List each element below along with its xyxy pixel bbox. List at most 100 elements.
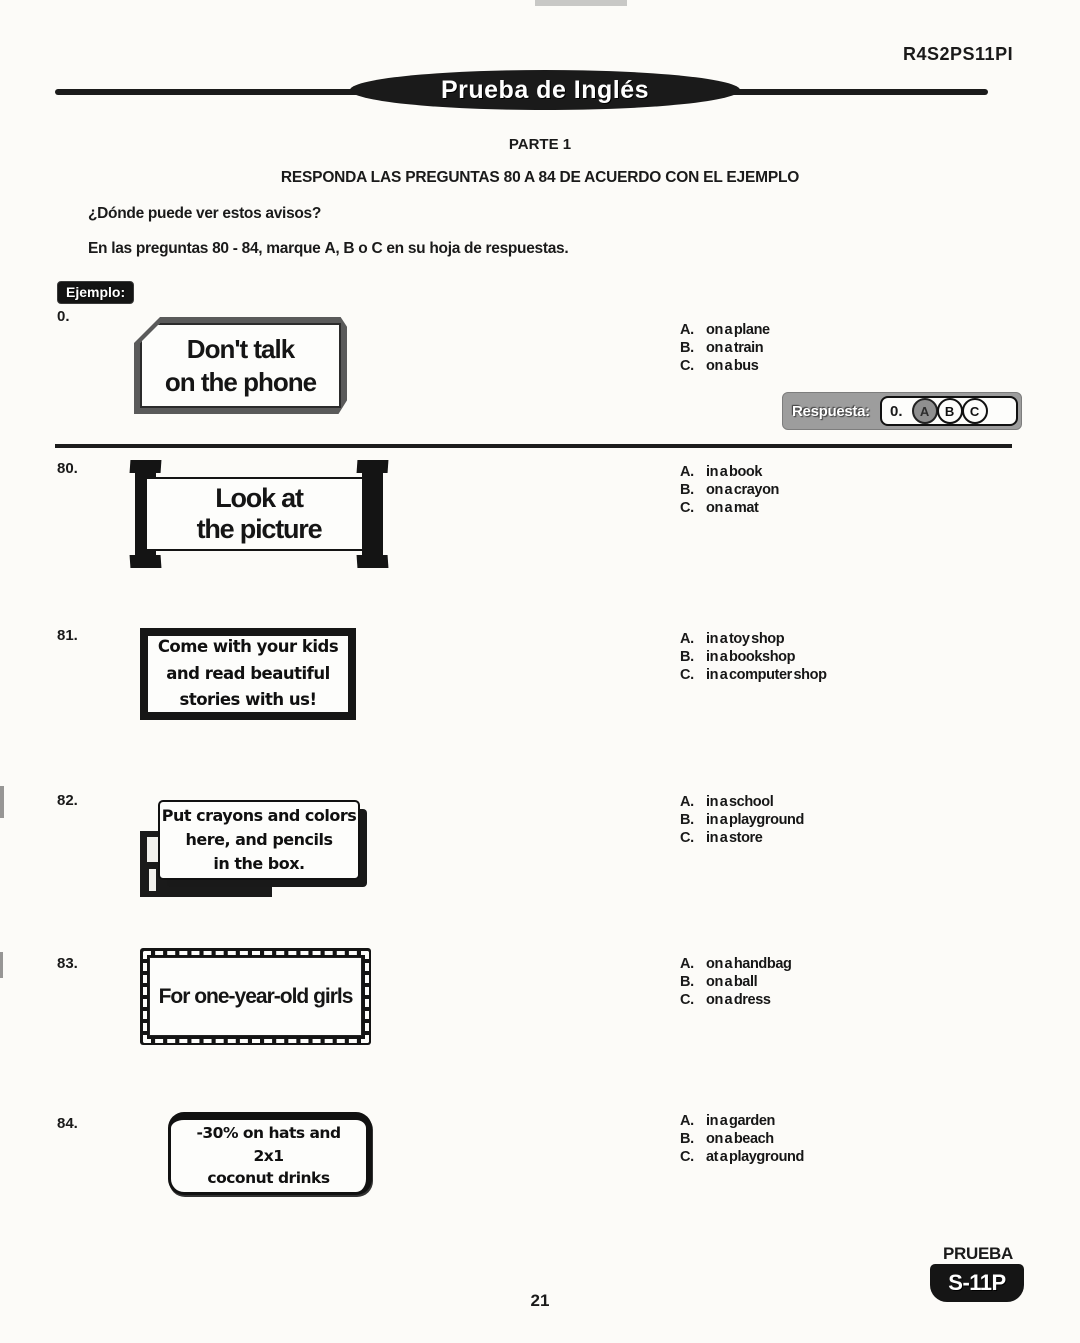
scan-artifact bbox=[535, 0, 627, 6]
part-heading: PARTE 1 bbox=[508, 136, 572, 153]
sign-stand-base bbox=[140, 883, 272, 897]
options-example: A. on a plane B. on a train C. on a bus bbox=[680, 321, 770, 375]
option-text: on a train bbox=[706, 340, 764, 356]
sign-face: Don't talk on the phone bbox=[140, 323, 341, 408]
options-82: A. in a school B. in a playground C. in … bbox=[680, 793, 804, 847]
sign-dont-talk: Don't talk on the phone bbox=[134, 317, 347, 414]
sign-text-line: in the box. bbox=[213, 854, 305, 873]
mark-instruction-part: En las preguntas bbox=[88, 240, 213, 257]
options-83: A. on a handbag B. on a ball C. on a dre… bbox=[680, 955, 792, 1009]
answer-bubble-b: B bbox=[936, 398, 963, 424]
option-a: A. on a handbag bbox=[680, 955, 792, 973]
mark-instruction-range: 80 - 84 bbox=[212, 240, 259, 257]
option-text: on a crayon bbox=[706, 482, 779, 498]
question-number: 82. bbox=[57, 792, 78, 809]
option-c: C. on a mat bbox=[680, 499, 779, 517]
sign-stand-slot bbox=[147, 837, 158, 862]
option-a: A. on a plane bbox=[680, 321, 770, 339]
option-text: in a bookshop bbox=[706, 649, 796, 665]
sign-text-line: Put crayons and colors bbox=[161, 806, 357, 825]
option-c: C. at a playground bbox=[680, 1148, 804, 1166]
option-letter: C. bbox=[680, 667, 694, 683]
question-number: 80. bbox=[57, 460, 78, 477]
option-letter: B. bbox=[680, 482, 694, 498]
option-text: in a computer shop bbox=[706, 667, 827, 683]
sign-face: For one-year-old girls bbox=[149, 957, 362, 1036]
footer-prueba-label: PRUEBA bbox=[943, 1244, 1013, 1263]
option-a: A. in a toy shop bbox=[680, 630, 827, 648]
section-instruction: RESPONDA LAS PREGUNTAS 80 A 84 DE ACUERD… bbox=[280, 169, 800, 186]
example-badge: Ejemplo: bbox=[57, 281, 135, 304]
answer-number: 0. bbox=[890, 402, 903, 420]
option-letter: A. bbox=[680, 1113, 694, 1129]
option-letter: C. bbox=[680, 1149, 694, 1165]
option-letter: A. bbox=[680, 956, 694, 972]
scroll-post-cap bbox=[129, 555, 162, 568]
answer-bubble-a: A bbox=[911, 398, 938, 424]
scroll-post-cap bbox=[129, 460, 162, 473]
option-b: B. in a bookshop bbox=[680, 648, 827, 666]
option-b: B. on a crayon bbox=[680, 481, 779, 499]
option-letter: A. bbox=[680, 322, 694, 338]
mark-instruction-choices: A, B o C bbox=[324, 240, 383, 257]
sign-text-line: stories with us! bbox=[179, 690, 317, 710]
sign-text-line: on the phone bbox=[164, 366, 317, 397]
sign-text-line: the picture bbox=[196, 514, 323, 544]
answer-strip: Respuesta: 0. A B C bbox=[782, 392, 1022, 430]
sign-text-line: here, and pencils bbox=[185, 830, 333, 849]
option-letter: B. bbox=[680, 649, 694, 665]
option-letter: C. bbox=[680, 830, 694, 846]
option-letter: B. bbox=[680, 340, 694, 356]
sign-text-line: For one-year-old girls bbox=[158, 984, 354, 1008]
option-c: C. in a computer shop bbox=[680, 666, 827, 684]
question-prompt: ¿Dónde puede ver estos avisos? bbox=[88, 205, 322, 222]
option-a: A. in a book bbox=[680, 463, 779, 481]
option-text: on a ball bbox=[706, 974, 758, 990]
option-letter: B. bbox=[680, 1131, 694, 1147]
option-c: C. on a bus bbox=[680, 357, 770, 375]
option-c: C. in a store bbox=[680, 829, 804, 847]
scroll-post-right bbox=[356, 460, 389, 568]
sign-text-line: Look at bbox=[215, 482, 304, 513]
test-title-banner: Prueba de Inglés bbox=[350, 70, 740, 110]
option-c: C. on a dress bbox=[680, 991, 791, 1009]
sign-text-line: Don't talk bbox=[186, 334, 295, 364]
answer-strip-bubbles: 0. A B C bbox=[880, 396, 1018, 426]
option-text: on a handbag bbox=[706, 956, 792, 972]
question-number: 0. bbox=[57, 308, 70, 325]
option-text: on a plane bbox=[706, 322, 770, 338]
option-text: in a school bbox=[706, 794, 774, 810]
options-81: A. in a toy shop B. in a bookshop C. in … bbox=[680, 630, 827, 684]
option-text: in a store bbox=[706, 830, 763, 846]
mark-instruction-part: en su hoja de respuestas. bbox=[382, 240, 569, 257]
question-number: 83. bbox=[57, 955, 78, 972]
option-text: on a mat bbox=[706, 500, 759, 516]
page-number: 21 bbox=[530, 1291, 550, 1310]
sign-text-line: -30% on hats and bbox=[196, 1124, 341, 1143]
page-title: Prueba de Inglés bbox=[440, 75, 650, 104]
scroll-post-cap bbox=[356, 460, 389, 473]
section-divider bbox=[55, 444, 1012, 448]
option-letter: C. bbox=[680, 500, 694, 516]
question-number: 84. bbox=[57, 1115, 78, 1132]
option-text: at a playground bbox=[706, 1149, 804, 1165]
option-letter: C. bbox=[680, 992, 694, 1008]
option-letter: B. bbox=[680, 812, 694, 828]
sign-face: Put crayons and colors here, and pencils… bbox=[158, 800, 360, 880]
question-number: 81. bbox=[57, 627, 78, 644]
sign-clothing-tag: For one-year-old girls bbox=[140, 948, 371, 1045]
sign-face: Look at the picture bbox=[145, 477, 373, 551]
option-b: B. on a train bbox=[680, 339, 770, 357]
option-b: B. on a beach bbox=[680, 1130, 804, 1148]
sign-discount: -30% on hats and 2x1 coconut drinks bbox=[168, 1112, 372, 1195]
document-code: R4S2PS11PI bbox=[903, 44, 1014, 64]
answer-bubble-c: C bbox=[961, 398, 988, 424]
option-letter: A. bbox=[680, 464, 694, 480]
test-form-badge: S-11P bbox=[930, 1264, 1024, 1302]
answer-strip-label: Respuesta: bbox=[792, 402, 870, 420]
sign-stand-slot bbox=[149, 869, 156, 891]
option-text: on a bus bbox=[706, 358, 759, 374]
option-a: A. in a garden bbox=[680, 1112, 804, 1130]
scan-artifact bbox=[0, 952, 3, 978]
scan-artifact bbox=[0, 786, 4, 818]
